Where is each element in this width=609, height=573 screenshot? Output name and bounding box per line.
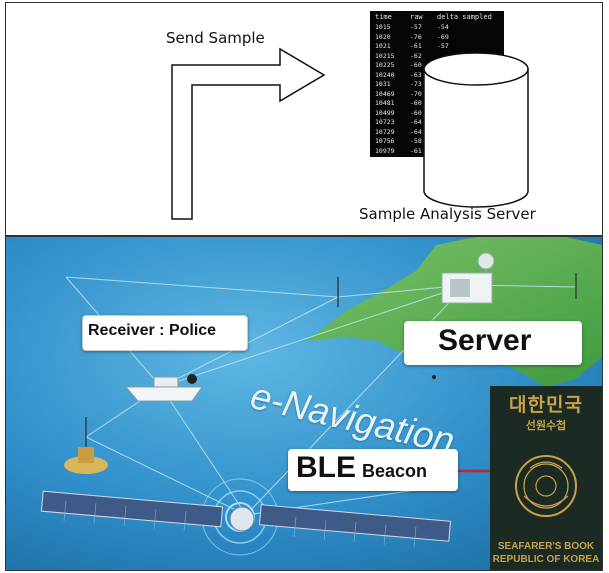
terminal-cell: 1015 [375,23,391,31]
terminal-cell: 10481 [375,99,395,107]
terminal-cell: -69 [437,32,449,41]
terminal-cell: 1020 [375,32,391,41]
terminal-cell: 10723 [375,118,395,126]
passport-book-label: SEAFARER'S BOOK [497,541,595,552]
terminal-cell: 10756 [375,137,395,145]
terminal-row: 10979 -61 [370,147,504,155]
terminal-cell: -60 [410,61,422,69]
terminal-cell: 10729 [375,127,395,136]
terminal-cell: -76 [410,32,422,41]
terminal-row: 10469 -70 [370,90,504,98]
terminal-header-raw: raw [410,13,423,21]
sample-analysis-server-label: Sample Analysis Server [359,205,536,223]
terminal-cell: -57 [410,23,422,31]
figure-frame: Send Sample time raw delta sampled 1015 -… [5,2,603,571]
satellite-icon [40,490,452,542]
seafarer-book-passport [490,386,602,570]
terminal-row: 1021 -61 -57 [370,42,504,50]
ble-beacon-callout [288,449,458,491]
passport-country-label: REPUBLIC OF KOREA [492,554,600,565]
terminal-cell: 1021 [375,42,391,50]
terminal-header-delta: delta sampled [437,13,492,21]
terminal-row: 10723 -64 [370,118,504,126]
server-building-icon [441,252,495,304]
terminal-cell: -62 [410,51,422,60]
receiver-police-label: Receiver : Police [88,322,217,339]
terminal-row: 10729 -64 [370,128,504,136]
terminal-cell: 10499 [375,108,395,117]
terminal-row: 10225 -60 [370,61,504,69]
terminal-cell: -73 [410,80,422,88]
terminal-row: 10240 -63 [370,71,504,79]
terminal-row: 1031 -73 [370,80,504,88]
beacon-label: Beacon [362,461,428,481]
terminal-row: 10756 -58 [370,137,504,145]
terminal-cell: 1031 [375,80,391,88]
terminal-cell: 10240 [375,70,395,79]
panel-divider [6,235,602,237]
server-callout [404,321,582,365]
receiver-callout [82,315,248,351]
terminal-cell: -70 [410,89,422,98]
terminal-row: 10215 -62 [370,52,504,60]
terminal-row: 10499 -60 [370,109,504,117]
terminal-cell: -61 [410,146,422,155]
terminal-cell: -63 [410,70,422,79]
terminal-cell: 10469 [375,89,395,98]
ble-label: BLE [296,451,356,484]
terminal-header-time: time [375,13,392,21]
terminal-row: 10481 -60 [370,99,504,107]
police-ship-icon [124,374,203,402]
terminal-cell: -57 [437,42,449,50]
passport-subtitle: 선원수첩 [525,419,567,432]
terminal-cell: 10215 [375,51,395,60]
terminal-cell: -64 [410,118,422,126]
terminal-cell: -61 [410,42,422,50]
terminal-cell: -54 [437,23,449,31]
terminal-cell: 10225 [375,61,395,69]
terminal-row: 1020 -76 -69 [370,33,504,41]
send-sample-arrow [171,47,326,220]
server-label: Server [438,324,532,357]
terminal-cell: -60 [410,99,422,107]
terminal-row: 1015 -57 -54 [370,23,504,31]
terminal-cell: -58 [410,137,422,145]
terminal-cell: 10979 [375,146,395,155]
send-sample-diagram: Send Sample time raw delta sampled 1015 -… [6,3,602,235]
send-sample-label: Send Sample [166,29,265,47]
tower-icon [85,273,577,447]
terminal-cell: -64 [410,127,422,136]
terminal-cell: -60 [410,108,422,117]
emblem-icon [515,455,577,517]
e-navigation-illustration: e-Navigation Receiver : Police Server BL… [6,237,602,570]
passport-title: 대한민국 [509,394,583,416]
database-cylinder-icon [423,52,529,208]
